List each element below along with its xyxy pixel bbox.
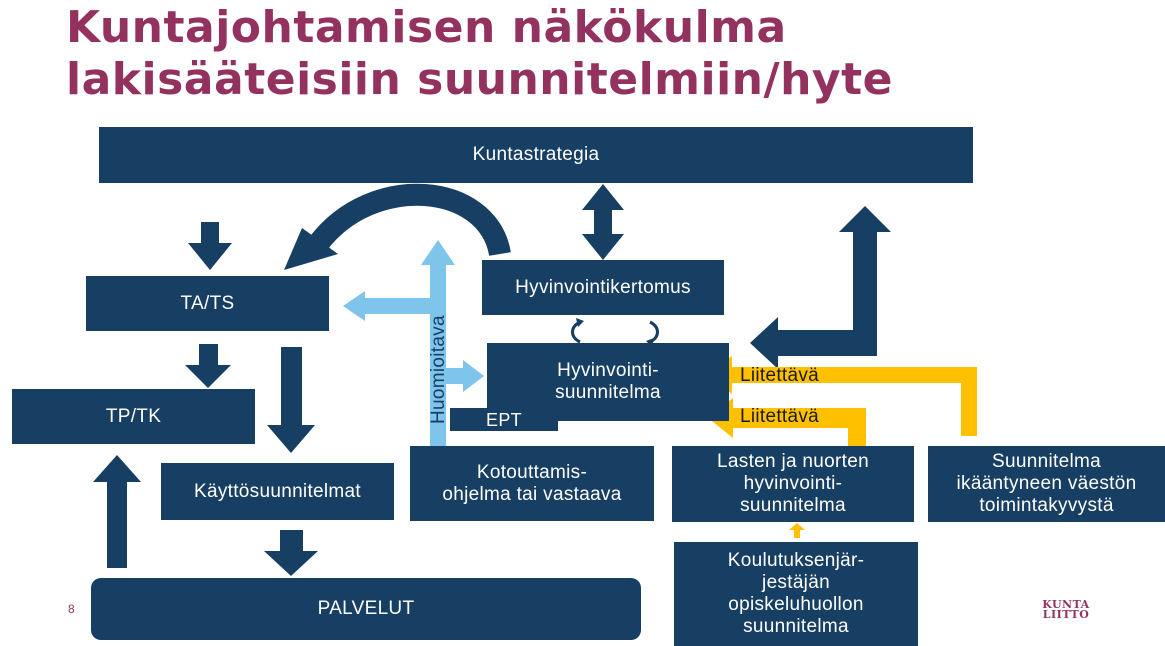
arrow-l-to-strategia <box>750 206 891 369</box>
ta-ts-label: TA/TS <box>180 292 235 314</box>
logo-line-2: LIITTO <box>1042 608 1090 621</box>
ept-box: EPT <box>450 408 558 431</box>
page-title: Kuntajohtamisen näkökulma lakisääteisiin… <box>66 2 893 106</box>
lasten-box: Lasten ja nuorten hyvinvointi- suunnitel… <box>672 446 914 522</box>
arrow-tats-to-kayttosuunnitelmat <box>267 347 315 453</box>
arrow-kertomus-strategia-double <box>582 184 624 260</box>
koulutus-line-4: suunnitelma <box>743 616 849 637</box>
ta-ts-box: TA/TS <box>86 276 329 331</box>
kayttosuunnitelmat-label: Käyttösuunnitelmat <box>194 480 361 502</box>
arrow-kayttosuunnitelmat-to-palvelut <box>264 530 318 576</box>
ept-label: EPT <box>486 409 522 430</box>
arrow-strategia-to-tats <box>188 222 232 270</box>
arrow-curved-head <box>284 228 338 270</box>
ikaantyneet-box: Suunnitelma ikääntyneen väestön toiminta… <box>928 446 1165 522</box>
lasten-line-2: hyvinvointi- <box>743 473 843 494</box>
lasten-line-3: suunnitelma <box>740 495 846 516</box>
kotouttamis-box: Kotouttamis- ohjelma tai vastaava <box>410 446 654 521</box>
tp-tk-box: TP/TK <box>12 389 255 444</box>
arrow-koulutus-to-lasten <box>789 523 805 538</box>
arrow-tats-to-tptk <box>185 344 231 388</box>
ikaantyneet-line-1: Suunnitelma <box>992 451 1101 472</box>
arrow-light-to-suunnitelma <box>446 360 484 392</box>
liitettava-label-1: Liitettävä <box>740 365 820 386</box>
tp-tk-label: TP/TK <box>105 405 162 427</box>
koulutus-line-2: jestäjän <box>762 572 830 593</box>
huomioitava-label: Huomioitava <box>428 315 449 424</box>
kotouttamis-line-1: Kotouttamis- <box>476 461 588 483</box>
kuntastrategia-box: Kuntastrategia <box>99 127 973 183</box>
kayttosuunnitelmat-box: Käyttösuunnitelmat <box>161 463 394 520</box>
hyvinvointikertomus-label: Hyvinvointikertomus <box>515 276 691 298</box>
arrow-palvelut-to-tptk <box>93 455 141 568</box>
palvelut-label: PALVELUT <box>317 598 415 619</box>
liitettava-label-2: Liitettävä <box>740 406 820 427</box>
koulutus-line-3: opiskeluhuollon <box>728 594 864 615</box>
ikaantyneet-line-3: toimintakyvystä <box>979 495 1114 516</box>
koulutus-line-1: Koulutuksenjär- <box>727 550 865 571</box>
hyvinvointisuunnitelma-box: Hyvinvointi- suunnitelma <box>487 343 729 421</box>
kuntastrategia-label: Kuntastrategia <box>472 144 600 165</box>
lasten-line-1: Lasten ja nuorten <box>717 451 869 472</box>
hyvinvointikertomus-box: Hyvinvointikertomus <box>482 260 724 315</box>
koulutus-box: Koulutuksenjär- jestäjän opiskeluhuollon… <box>674 542 918 646</box>
arrow-curved-kertomus-to-tats <box>309 183 511 257</box>
ikaantyneet-line-2: ikääntyneen väestön <box>956 473 1137 494</box>
arrow-light-to-tats <box>343 291 431 321</box>
page-number: 8 <box>68 602 75 616</box>
hyvinvointisuunnitelma-line-1: Hyvinvointi- <box>557 360 659 381</box>
arrow-liitettava-lasten <box>708 398 866 447</box>
logo-line-1: KUNTA <box>1042 598 1090 611</box>
title-line-2: lakisääteisiin suunnitelmiin/hyte <box>66 54 893 105</box>
arrow-huomioitava-up <box>421 240 455 448</box>
hyvinvointisuunnitelma-line-2: suunnitelma <box>555 382 661 403</box>
title-line-1: Kuntajohtamisen näkökulma <box>66 2 787 53</box>
palvelut-box: PALVELUT <box>91 578 641 640</box>
kotouttamis-line-2: ohjelma tai vastaava <box>442 483 622 505</box>
kuntaliitto-logo: KUNTA LIITTO <box>1036 598 1096 621</box>
arrow-liitettava-ikaantyneet <box>706 356 977 436</box>
